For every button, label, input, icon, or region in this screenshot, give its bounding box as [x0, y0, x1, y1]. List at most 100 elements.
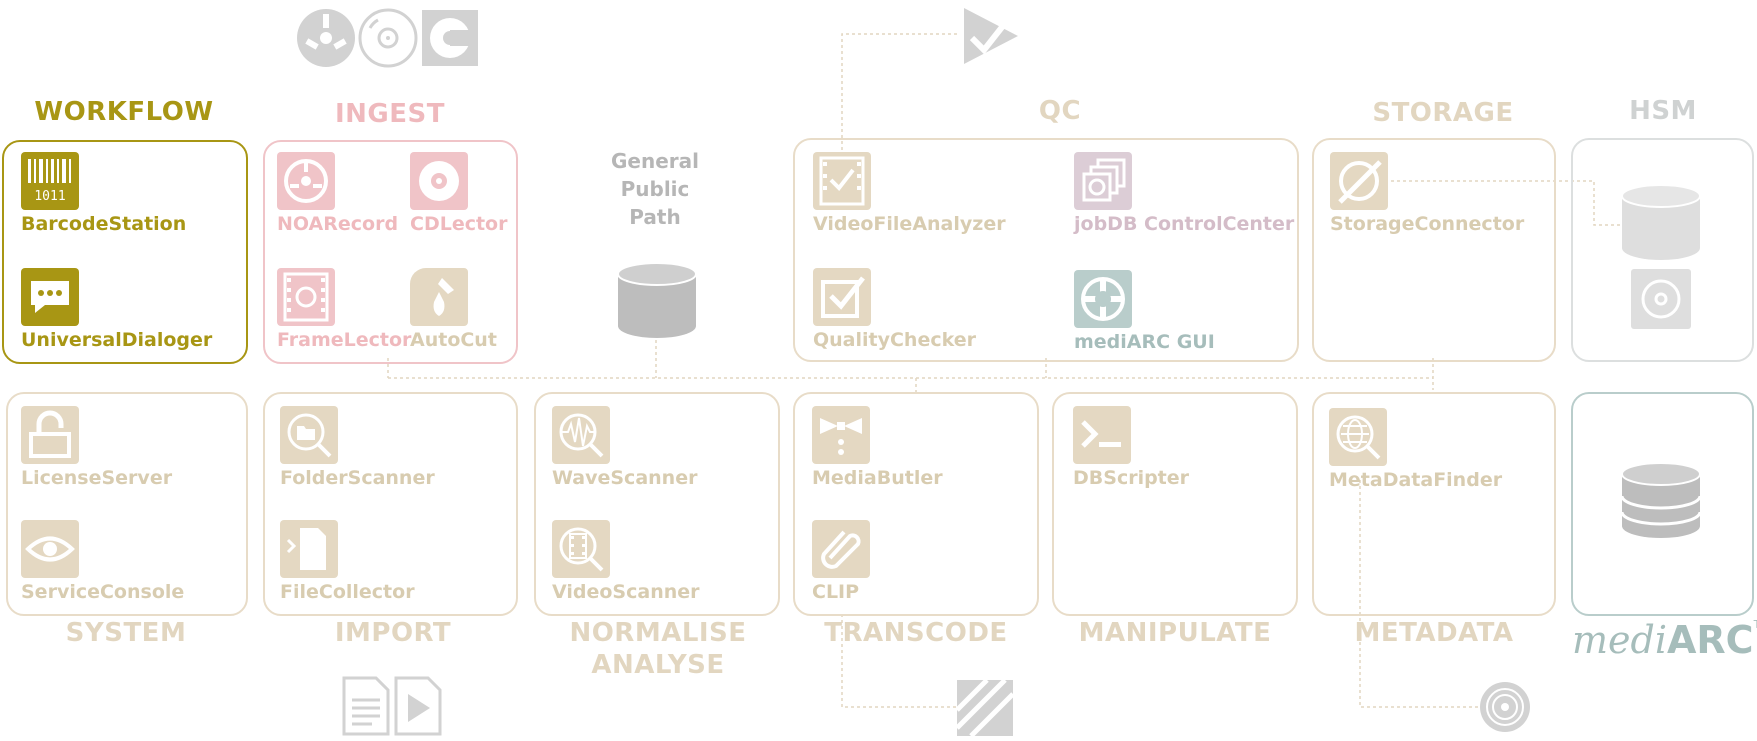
app-clip[interactable]: CLIP [812, 520, 1032, 603]
disc-record-icon [277, 152, 335, 210]
app-label: VideoScanner [552, 581, 700, 603]
app-barcode-station[interactable]: 1011 BarcodeStation [21, 152, 241, 235]
app-license-server[interactable]: LicenseServer [21, 406, 241, 489]
hsm-tape-icon [1631, 269, 1691, 329]
general-public-path-label: General Public Path [611, 149, 699, 229]
app-label: WaveScanner [552, 467, 698, 489]
stacked-pages-icon [1074, 152, 1132, 210]
section-title-system: SYSTEM [65, 618, 187, 648]
transcode-tool-icon [957, 680, 1013, 736]
normalise-box [534, 392, 780, 616]
section-title-qc: QC [1038, 96, 1082, 126]
app-label: StorageConnector [1330, 213, 1525, 235]
general-storage-disk-icon [617, 262, 697, 338]
barcode-code: 1011 [34, 189, 65, 204]
section-title-hsm: HSM [1629, 96, 1697, 126]
qc-check-icon [964, 8, 1018, 64]
app-noa-record[interactable]: NOARecord [277, 152, 497, 235]
section-title-storage: STORAGE [1372, 98, 1514, 128]
app-label: UniversalDialoger [21, 329, 213, 351]
section-title-workflow: WORKFLOW [34, 97, 214, 127]
app-cd-lector[interactable]: CDLector [410, 152, 630, 235]
film-check-icon [813, 152, 871, 210]
document-and-video-files-icon [342, 676, 442, 736]
workflow-box [2, 140, 248, 364]
app-label: AutoCut [410, 329, 497, 351]
barcode-icon: 1011 [21, 152, 79, 210]
app-frame-lector[interactable]: FrameLector [277, 268, 497, 351]
app-label: jobDB ControlCenter [1074, 213, 1295, 235]
section-title-transcode: TRANSCODE [824, 618, 1008, 648]
app-wave-scanner[interactable]: WaveScanner [552, 406, 772, 489]
globe-magnifier-icon [1329, 408, 1387, 466]
qc-box [793, 138, 1299, 362]
app-label: FolderScanner [280, 467, 435, 489]
folder-magnifier-icon [280, 406, 338, 464]
section-title-manipulate: MANIPULATE [1078, 618, 1272, 648]
app-auto-cut[interactable]: AutoCut [410, 268, 630, 351]
film-frame-icon [277, 268, 335, 326]
chat-bubble-icon [21, 268, 79, 326]
eye-icon [21, 520, 79, 578]
app-label: ServiceConsole [21, 581, 185, 603]
app-label: LicenseServer [21, 467, 173, 489]
storage-box [1312, 138, 1556, 362]
app-label: FrameLector [277, 329, 412, 351]
metadata-box [1312, 392, 1556, 616]
app-service-console[interactable]: ServiceConsole [21, 520, 241, 603]
wave-magnifier-icon [552, 406, 610, 464]
vinyl-record-icon [1480, 682, 1530, 732]
mediarc-database-icon [1620, 462, 1702, 538]
system-box [6, 392, 248, 616]
app-label: MediaButler [812, 467, 943, 489]
app-label: CLIP [812, 581, 860, 603]
terminal-prompt-icon [1073, 406, 1131, 464]
transcode-box [793, 392, 1039, 616]
app-label: CDLector [410, 213, 508, 235]
mediarc-logo: mediARCTM [1572, 618, 1757, 662]
checkbox-icon [813, 268, 871, 326]
app-universal-dialoger[interactable]: UniversalDialoger [21, 268, 241, 351]
file-collect-icon [280, 520, 338, 578]
app-video-file-analyzer[interactable]: VideoFileAnalyzer [813, 152, 1033, 235]
app-video-scanner[interactable]: VideoScanner [552, 520, 772, 603]
app-quality-checker[interactable]: QualityChecker [813, 268, 1033, 351]
app-folder-scanner[interactable]: FolderScanner [280, 406, 500, 489]
section-title-ingest: INGEST [335, 99, 445, 129]
unlocked-padlock-icon [21, 406, 79, 464]
mediarc-gui-icon [1074, 270, 1132, 328]
app-storage-connector[interactable]: StorageConnector [1330, 152, 1550, 235]
app-metadata-finder[interactable]: MetaDataFinder [1329, 408, 1549, 491]
app-label: NOARecord [277, 213, 399, 235]
hsm-disk-icon [1621, 184, 1701, 260]
auto-cut-drop-icon [410, 268, 468, 326]
ingest-box [263, 140, 518, 364]
film-magnifier-icon [552, 520, 610, 578]
app-media-butler[interactable]: MediaButler [812, 406, 1032, 489]
section-title-import: IMPORT [334, 618, 452, 648]
paperclip-icon [812, 520, 870, 578]
manipulate-box [1052, 392, 1298, 616]
section-title-normalise: NORMALISE [569, 618, 747, 648]
section-title-metadata: METADATA [1354, 618, 1514, 648]
app-label: DBScripter [1073, 467, 1190, 489]
app-label: mediARC GUI [1074, 331, 1215, 353]
app-db-scripter[interactable]: DBScripter [1073, 406, 1293, 489]
app-mediarc-gui[interactable]: mediARC GUI [1074, 270, 1294, 353]
section-title-analyse: ANALYSE [591, 650, 725, 680]
cd-icon [410, 152, 468, 210]
app-label: MetaDataFinder [1329, 469, 1503, 491]
media-sources-icon [297, 8, 478, 68]
mediarc-box [1571, 392, 1754, 616]
app-label: FileCollector [280, 581, 415, 603]
hsm-box [1571, 138, 1754, 362]
app-label: VideoFileAnalyzer [813, 213, 1006, 235]
app-jobdb-control-center[interactable]: jobDB ControlCenter [1074, 152, 1294, 235]
bowtie-icon [812, 406, 870, 464]
app-file-collector[interactable]: FileCollector [280, 520, 500, 603]
import-box [263, 392, 518, 616]
app-label: QualityChecker [813, 329, 976, 351]
app-label: BarcodeStation [21, 213, 187, 235]
storage-connector-icon [1330, 152, 1388, 210]
